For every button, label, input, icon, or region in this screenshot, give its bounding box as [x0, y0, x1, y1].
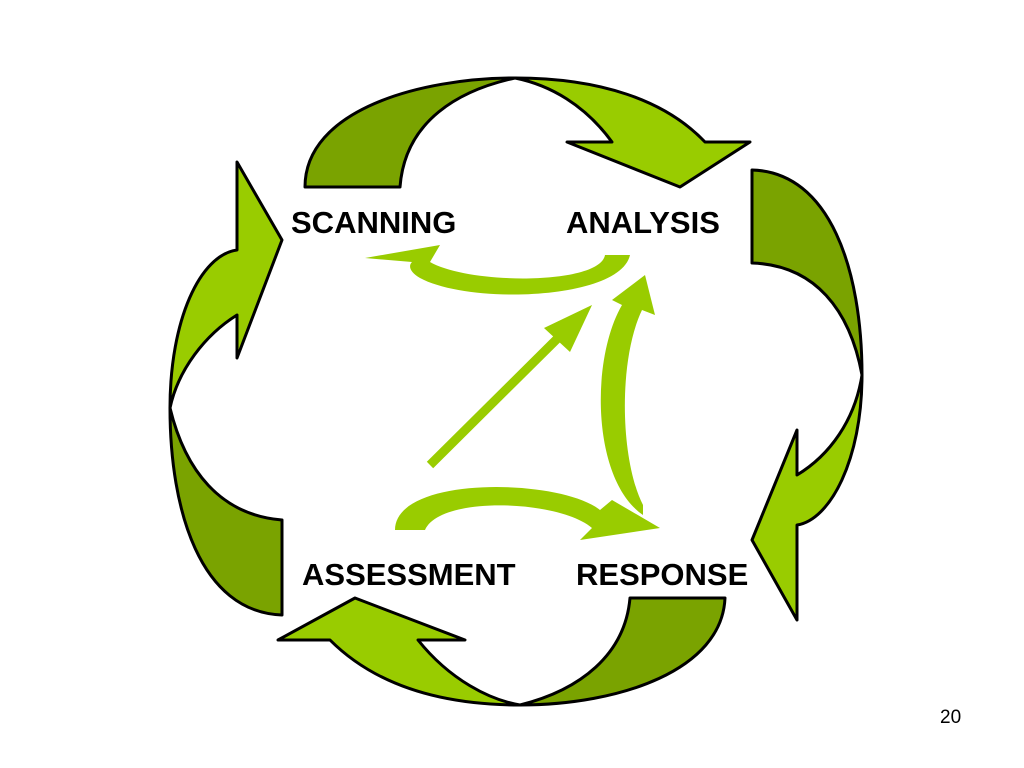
stage-label-response: RESPONSE	[576, 557, 749, 592]
inner-arrow-diagonal	[426, 305, 592, 469]
page-number: 20	[940, 707, 962, 728]
outer-arrow-top-body-dark	[303, 76, 517, 189]
outer-arrow-right	[750, 168, 864, 622]
stage-label-scanning: SCANNING	[291, 205, 457, 240]
inner-arrow-assessment-to-response	[395, 487, 660, 540]
stage-label-assessment: ASSESSMENT	[302, 557, 516, 592]
outer-arrow-left-body-dark	[168, 406, 284, 617]
outer-arrow-right-body-dark	[750, 168, 864, 377]
outer-arrow-left-body-light	[168, 160, 284, 410]
outer-arrow-right-body-light	[750, 373, 864, 622]
outer-arrow-top-body-light	[513, 76, 752, 189]
inner-arrow-response-to-analysis	[600, 275, 655, 515]
inner-arrow-analysis-to-scanning	[365, 245, 630, 295]
outer-arrow-top	[303, 76, 752, 189]
outer-arrow-bottom-body-light	[276, 596, 522, 707]
outer-arrow-left	[168, 160, 284, 617]
stage-label-analysis: ANALYSIS	[566, 205, 720, 240]
outer-arrow-bottom	[276, 596, 727, 707]
outer-arrow-bottom-body-dark	[518, 596, 727, 707]
